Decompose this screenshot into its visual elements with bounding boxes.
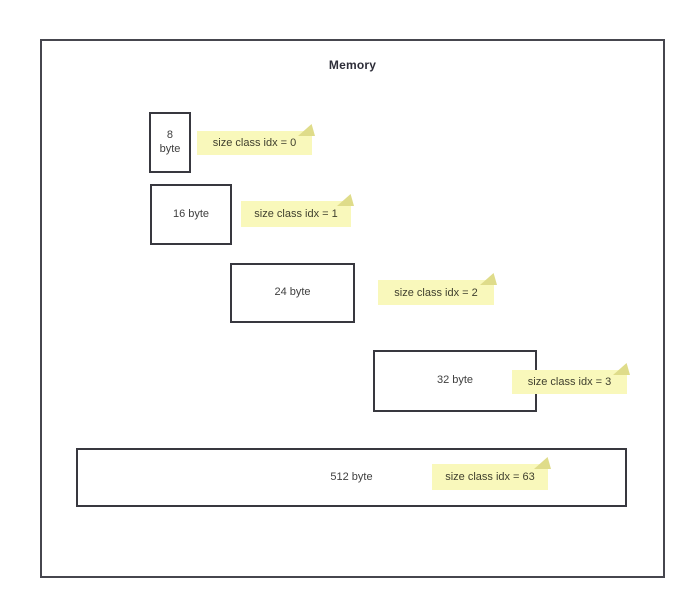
size-class-note-2: size class idx = 2 bbox=[378, 273, 497, 305]
box-label-line: byte bbox=[159, 142, 181, 155]
note-label: size class idx = 3 bbox=[527, 376, 612, 388]
box-label: 24 byte bbox=[274, 286, 311, 299]
size-class-note-63: size class idx = 63 bbox=[432, 457, 551, 490]
note-label: size class idx = 1 bbox=[254, 208, 338, 220]
size-class-box-8-byte: 8 byte bbox=[149, 112, 191, 173]
size-class-note-3: size class idx = 3 bbox=[512, 363, 630, 394]
size-class-box-16-byte: 16 byte bbox=[150, 184, 232, 245]
note-label: size class idx = 0 bbox=[212, 137, 297, 149]
size-class-box-32-byte: 32 byte bbox=[373, 350, 537, 412]
box-label: 32 byte bbox=[436, 374, 474, 387]
note-label: size class idx = 2 bbox=[394, 286, 478, 299]
box-label: 16 byte bbox=[172, 207, 210, 220]
box-label: 8 byte bbox=[160, 129, 181, 157]
memory-title: Memory bbox=[328, 58, 377, 72]
box-label-line: 8 bbox=[166, 128, 174, 141]
size-class-note-0: size class idx = 0 bbox=[197, 124, 315, 155]
size-class-box-24-byte: 24 byte bbox=[230, 263, 355, 323]
box-label: 512 byte bbox=[330, 470, 373, 483]
note-label: size class idx = 63 bbox=[445, 471, 535, 483]
size-class-note-1: size class idx = 1 bbox=[241, 194, 354, 227]
